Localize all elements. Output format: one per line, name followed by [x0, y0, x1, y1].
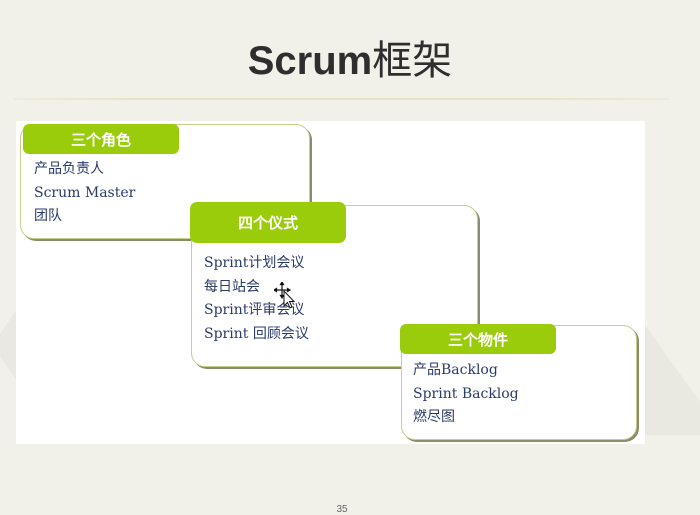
list-item: 产品负责人 [34, 161, 104, 177]
slide-title: Scrum框架 [0, 28, 700, 86]
list-item: Sprint Backlog [413, 385, 519, 402]
roles-heading: 三个角色 [23, 124, 179, 154]
roles-list: 产品负责人 Scrum Master 团队 [34, 158, 135, 229]
list-item: 每日站会 [204, 278, 260, 295]
title-divider [14, 98, 670, 100]
list-item: 燃尽图 [413, 409, 455, 425]
list-item: Sprint 回顾会议 [204, 325, 309, 342]
ceremonies-list: Sprint计划会议 每日站会 Sprint评审会议 Sprint 回顾会议 [204, 252, 309, 346]
list-item: Sprint评审会议 [204, 302, 305, 318]
page-number: 35 [336, 504, 348, 515]
slide-title-latin: Scrum [247, 39, 373, 83]
artifacts-list: 产品Backlog Sprint Backlog 燃尽图 [413, 359, 519, 430]
ceremonies-heading: 四个仪式 [190, 202, 346, 243]
list-item: Scrum Master [34, 184, 136, 201]
move-cursor-icon [274, 282, 296, 309]
list-item: 产品Backlog [413, 362, 498, 378]
list-item: 团队 [34, 208, 62, 224]
list-item: Sprint计划会议 [204, 255, 305, 271]
slide-title-cn: 框架 [372, 39, 453, 83]
artifacts-heading: 三个物件 [400, 324, 556, 354]
background-decoration-right [645, 325, 700, 435]
